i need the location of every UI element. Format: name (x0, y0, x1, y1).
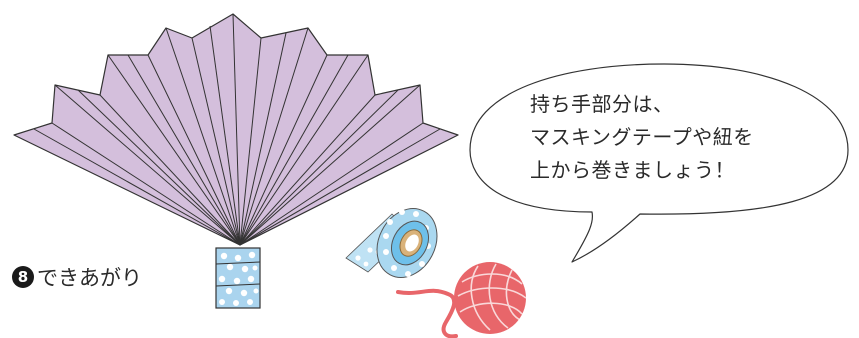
fan-pleat-line (107, 54, 241, 246)
fan-pleat-line (232, 13, 241, 246)
bubble-line-1: 持ち手部分は、 (530, 92, 674, 116)
fan-pleat-line (54, 84, 241, 246)
fan-pleat-line (33, 128, 241, 246)
fan-pleat-line (239, 94, 376, 246)
fan-pleat-line (239, 89, 399, 246)
fan-pleat-lines (33, 13, 441, 246)
masking-tape-roll (345, 208, 438, 278)
fan-pleat-line (147, 54, 241, 246)
speech-bubble-text: 持ち手部分は、 マスキングテープや紐を 上から巻きましょう！ (530, 88, 830, 187)
speech-bubble (469, 63, 849, 263)
fan-pleat-line (191, 37, 241, 246)
yarn-ball (396, 262, 527, 338)
step-number-badge: 8 (12, 266, 34, 288)
fan-pleat-line (51, 122, 241, 246)
fan-pleat-line (127, 54, 241, 246)
fan-pleat-line (209, 25, 241, 246)
fan-pleat-line (239, 122, 424, 246)
fan-pleat-line (77, 89, 241, 246)
fan-pleat-line (165, 27, 241, 246)
fan-pleat-line (239, 54, 328, 246)
fan-pleat-line (99, 94, 241, 246)
fan-pleat-line (239, 27, 309, 246)
paper-fan (13, 13, 459, 246)
bubble-line-3: 上から巻きましょう！ (530, 158, 735, 182)
bubble-line-2: マスキングテープや紐を (530, 125, 754, 149)
fan-pleat-line (239, 128, 441, 246)
step-label: 8 できあがり (12, 262, 142, 292)
fan-pleat-line (239, 32, 287, 246)
fan-handle (215, 247, 261, 309)
step-caption: できあがり (37, 266, 142, 290)
fan-pleat-line (239, 84, 421, 246)
fan-pleat-line (239, 54, 349, 246)
fan-pleat-line (239, 54, 369, 246)
fan-pleat-line (239, 37, 262, 246)
